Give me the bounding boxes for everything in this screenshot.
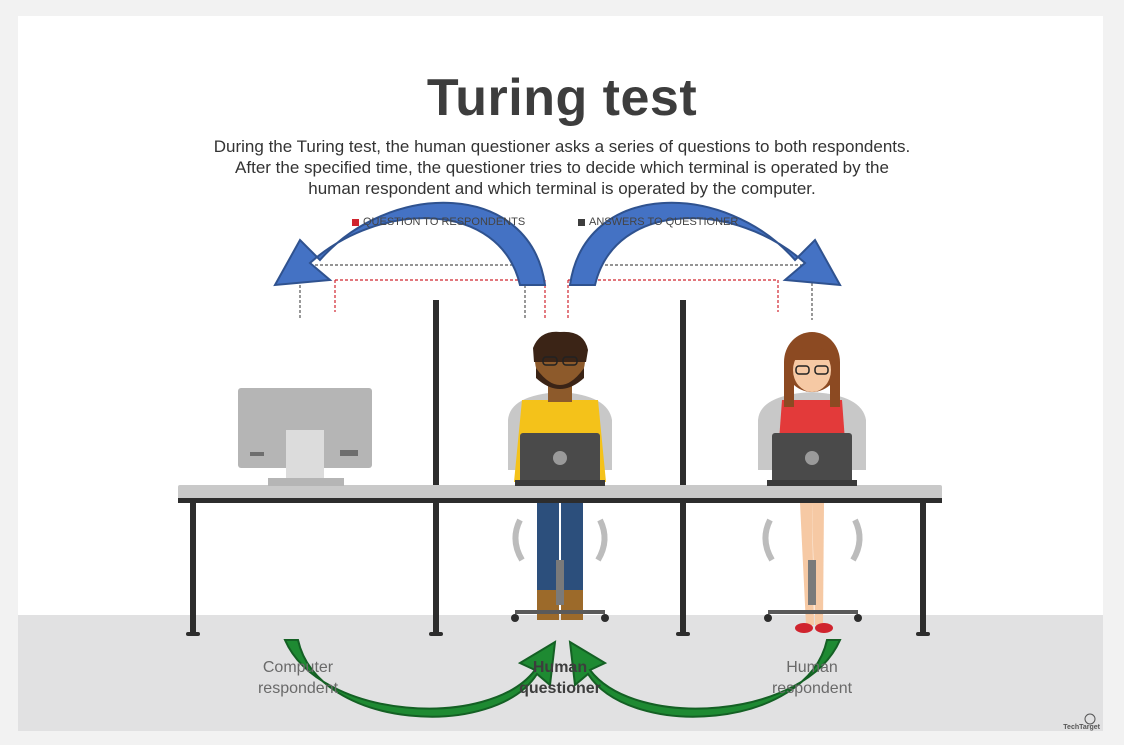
human-questioner-figure — [508, 331, 612, 622]
blue-arrow-left — [273, 201, 547, 287]
label-human-questioner: Human questioner — [480, 657, 640, 699]
legend-label: QUESTION TO RESPONDENTS — [363, 216, 526, 228]
description-line: human respondent and which terminal is o… — [308, 179, 816, 198]
page-title: Turing test — [426, 69, 698, 127]
label-line: respondent — [771, 680, 853, 697]
partition-left — [433, 300, 439, 635]
legend-label: ANSWERS TO QUESTIONER — [589, 216, 739, 228]
label-line: respondent — [257, 680, 339, 697]
brand-logo-icon — [1084, 713, 1096, 725]
legend-swatch-dark — [578, 218, 585, 226]
green-arrow-right — [568, 639, 842, 718]
partition-right — [680, 300, 686, 635]
label-line: Computer — [262, 659, 334, 676]
label-line: questioner — [519, 680, 601, 697]
label-human-respondent: Human respondent — [732, 657, 892, 699]
computer-terminal — [238, 388, 372, 486]
legend-swatch-red — [352, 218, 359, 226]
green-arrow-left — [283, 639, 557, 718]
label-line: Human — [786, 659, 838, 676]
legend-item-answers: ANSWERS TO QUESTIONER — [578, 216, 738, 228]
desk — [178, 485, 942, 633]
description-line: During the Turing test, the human questi… — [213, 137, 911, 156]
label-line: Human — [532, 659, 588, 676]
description-line: After the specified time, the questioner… — [235, 158, 889, 177]
legend: QUESTION TO RESPONDENTS ANSWERS TO QUEST… — [0, 216, 1124, 236]
human-respondent-figure — [758, 332, 866, 633]
description: During the Turing test, the human questi… — [100, 136, 1024, 199]
legend-item-questions: QUESTION TO RESPONDENTS — [352, 216, 525, 228]
brand-name: TechTarget — [1063, 724, 1100, 731]
blue-arrow-right — [568, 201, 842, 287]
signal-lines — [299, 264, 813, 320]
label-computer-respondent: Computer respondent — [218, 657, 378, 699]
